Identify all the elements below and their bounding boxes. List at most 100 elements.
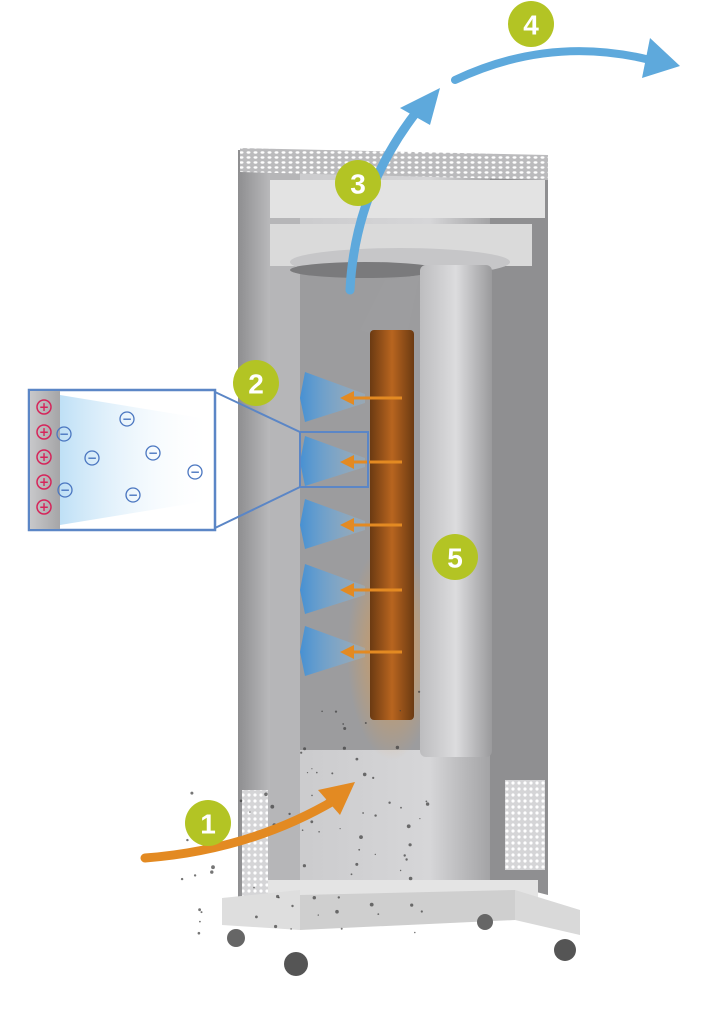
cabinet — [222, 148, 580, 976]
dust-particle — [198, 908, 202, 912]
dust-particle — [276, 894, 280, 899]
dust-particle — [291, 904, 294, 908]
dust-particle — [316, 771, 318, 774]
dust-particle — [311, 768, 313, 770]
step-marker-5: 5 — [432, 534, 478, 580]
dust-particle — [199, 920, 201, 923]
dust-particle — [425, 802, 430, 806]
dust-particle — [311, 794, 313, 797]
dust-particle — [374, 853, 376, 856]
intake-arrow — [140, 795, 340, 863]
base-front — [300, 890, 515, 930]
dust-particle — [369, 902, 374, 907]
negative-ion-icon: − — [125, 487, 141, 503]
dust-particle — [350, 873, 353, 876]
dust-particle — [408, 876, 413, 881]
dust-particle — [399, 869, 402, 872]
plus-sign: + — [39, 475, 49, 489]
dust-particle — [318, 831, 320, 833]
left-side-panel — [238, 150, 270, 915]
plus-sign: + — [39, 450, 49, 464]
dust-particle — [342, 746, 346, 750]
step-marker-1: 1 — [185, 800, 231, 846]
base-left — [222, 890, 300, 930]
filter-cylinder — [420, 265, 492, 757]
dust-particles — [180, 690, 430, 935]
dust-particle — [408, 843, 412, 847]
arrow-head — [340, 518, 354, 532]
dust-particle — [419, 818, 421, 820]
dust-particle — [355, 757, 359, 761]
dust-particle — [274, 924, 278, 929]
dust-particle — [190, 791, 194, 795]
dust-particle — [239, 799, 243, 803]
right-side-panel — [490, 160, 548, 895]
arrow-head — [340, 391, 354, 405]
minus-sign: − — [128, 488, 138, 502]
dust-particle — [270, 804, 275, 809]
dust-particle — [355, 862, 359, 866]
negative-ion-icon: − — [57, 482, 73, 498]
negative-ion-icon: − — [145, 445, 161, 461]
step-marker-3: 3 — [335, 160, 381, 206]
minus-sign: − — [122, 412, 132, 426]
dust-particle — [359, 835, 363, 839]
dust-particle — [302, 864, 306, 868]
top-grille — [240, 148, 548, 180]
dust-particle — [210, 870, 214, 874]
intake-vent-left — [242, 790, 268, 910]
dust-particle — [406, 824, 411, 829]
dust-particle — [342, 723, 345, 725]
step-number: 1 — [200, 809, 216, 840]
spray-1 — [300, 372, 402, 422]
dust-particle — [364, 722, 367, 724]
minus-sign: − — [60, 483, 70, 497]
dust-particle — [420, 910, 423, 913]
step-number: 5 — [447, 543, 463, 574]
plus-sign: + — [39, 425, 49, 439]
dust-particle — [331, 772, 334, 775]
dust-particle — [362, 772, 367, 777]
plus-sign: + — [39, 400, 49, 414]
negative-ion-icon: − — [84, 450, 100, 466]
negative-ion-icon: − — [56, 426, 72, 442]
outflow-arrow-head — [400, 88, 440, 125]
dust-particle — [321, 710, 323, 713]
dust-particle — [395, 745, 400, 750]
dust-particle — [186, 838, 189, 842]
dust-particle — [405, 858, 408, 861]
ionization-inset: +++++−−−−−−− — [27, 388, 369, 532]
wheels — [227, 914, 576, 976]
dust-particle — [358, 848, 361, 851]
base-right — [515, 890, 580, 935]
step-number: 4 — [523, 10, 539, 41]
dust-particle — [414, 931, 416, 934]
minus-sign: − — [59, 427, 69, 441]
arrow-head — [340, 645, 354, 659]
dust-particle — [335, 909, 339, 914]
dust-particle — [211, 865, 215, 870]
dust-particle — [410, 903, 414, 907]
dust-particle — [193, 874, 197, 877]
dust-particle — [425, 800, 428, 803]
dust-particle — [362, 812, 364, 814]
dust-particle — [334, 710, 338, 713]
dust-particle — [303, 747, 307, 751]
arrow-head — [340, 455, 354, 469]
intake-arrow-head — [318, 782, 355, 815]
exit-arrow-head — [642, 38, 680, 78]
spray-4 — [300, 564, 402, 614]
dust-particle — [337, 896, 340, 899]
spray-3 — [300, 499, 402, 549]
positive-charge-icon: + — [36, 424, 52, 440]
dust-particle — [418, 690, 421, 693]
dust-particle — [340, 927, 343, 930]
dust-particle — [317, 914, 319, 916]
exit-arrow — [451, 47, 654, 84]
dust-particle — [343, 727, 347, 730]
positive-charge-icon: + — [36, 449, 52, 465]
spray-2 — [300, 436, 402, 486]
dust-particle — [255, 915, 258, 919]
dust-particle — [374, 814, 377, 817]
